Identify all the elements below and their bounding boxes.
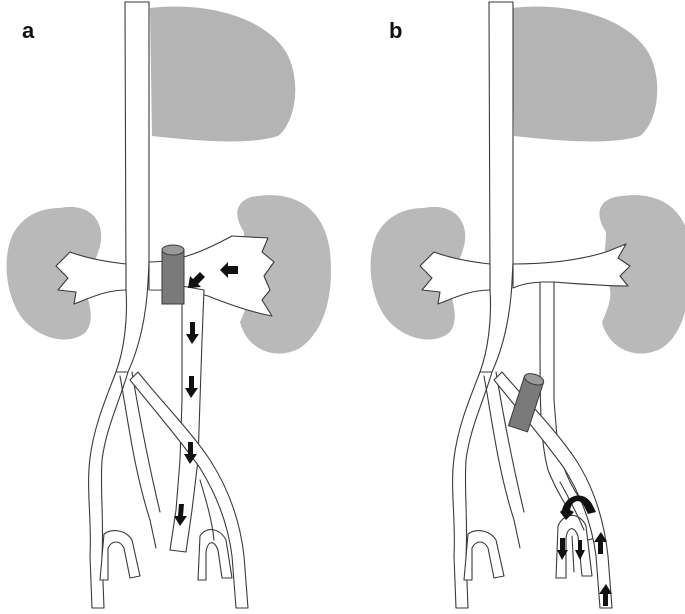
left-iliac-a (88, 371, 129, 609)
flow-arrows-a (174, 262, 238, 526)
right-renal-vein-b (512, 243, 631, 289)
arrow-down1-b (557, 538, 568, 560)
arrow-down1-a (186, 322, 199, 344)
panel-a (6, 1, 331, 609)
inferior-vena-cava-a (115, 1, 150, 373)
panel-b (370, 1, 685, 609)
inferior-vena-cava-b (479, 1, 514, 373)
arrow-up2-b (599, 584, 612, 606)
panel-b-label: b (389, 18, 403, 43)
descending-vein-a (169, 285, 205, 553)
arrow-down4-a (174, 504, 187, 526)
arrow-down3-a (184, 442, 197, 464)
spleen-b (512, 6, 658, 142)
left-kidney-b (370, 206, 466, 340)
left-iliac-branch-b (483, 371, 525, 549)
arrow-up1-b (594, 532, 607, 554)
right-iliac-small-a (197, 529, 233, 581)
left-renal-vein-b (419, 251, 491, 305)
arrow-down2-a (185, 376, 198, 398)
arrow-curved-b (560, 495, 596, 520)
left-renal-vein-a (55, 251, 127, 305)
left-iliac-small-b (463, 530, 505, 581)
left-iliac-small-a (99, 530, 141, 581)
arrow-down2-b (575, 540, 585, 560)
right-iliac-b (493, 371, 613, 609)
spleen-a (150, 6, 296, 142)
right-kidney-b (599, 195, 685, 354)
left-iliac-branch-a (119, 371, 161, 549)
left-kidney-a (6, 206, 102, 340)
arrow-diag-a (188, 272, 205, 288)
right-iliac-line-a (199, 479, 215, 541)
shunt-b (507, 373, 545, 433)
shunt-a (161, 244, 185, 305)
panel-a-label: a (22, 18, 35, 43)
arrow-left-a (220, 262, 238, 278)
right-iliac-a (129, 371, 249, 609)
right-iliac-line-b (559, 481, 585, 573)
flow-arrows-b (557, 495, 612, 606)
left-iliac-b (452, 371, 493, 609)
